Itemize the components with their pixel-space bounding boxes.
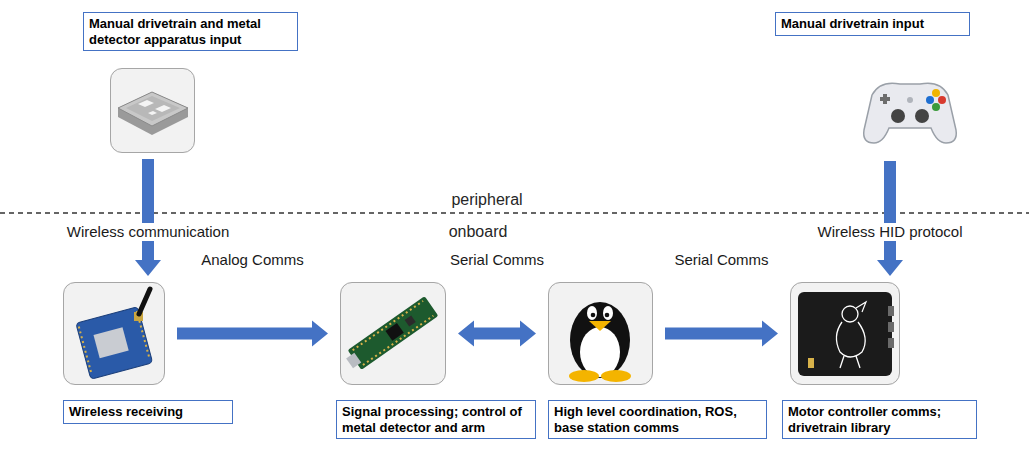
block-arrow <box>177 321 328 347</box>
component-node: Motor controller comms; drivetrain libra… <box>782 282 977 440</box>
image-tile <box>860 60 960 155</box>
edge-label: Analog Comms <box>198 251 307 269</box>
region-label: peripheral <box>451 190 522 209</box>
edge-label: Serial Comms <box>671 251 771 269</box>
block-arrow <box>665 321 778 347</box>
radio-module <box>76 289 153 379</box>
block-arrow <box>135 159 161 276</box>
controller-device <box>118 92 188 135</box>
edge-label: Wireless HID protocol <box>814 223 965 241</box>
component-node: Manual drivetrain input <box>775 12 970 155</box>
edge-label: Serial Comms <box>447 251 547 269</box>
tile-ground <box>63 282 165 385</box>
caption-box: Manual drivetrain and metal detector app… <box>83 12 298 51</box>
tile-ground <box>340 282 446 385</box>
image-tile <box>110 68 195 153</box>
image-tile <box>790 282 900 385</box>
caption-box: Wireless receiving <box>63 400 233 424</box>
caption-box: Manual drivetrain input <box>775 12 970 36</box>
tile-ground <box>110 68 195 153</box>
caption-box: Signal processing; control of metal dete… <box>336 400 536 439</box>
image-tile <box>548 282 653 385</box>
component-node: Signal processing; control of metal dete… <box>336 282 536 440</box>
divider-line <box>0 212 1029 213</box>
block-arrow <box>877 161 903 276</box>
microcontroller-board <box>343 296 439 373</box>
caption-box: Motor controller comms; drivetrain libra… <box>782 400 977 439</box>
component-node: High level coordination, ROS, base stati… <box>548 282 767 440</box>
tile-ground <box>548 282 653 385</box>
gamepad-icon <box>864 83 957 143</box>
tile-ground <box>790 282 900 385</box>
image-tile <box>340 282 446 385</box>
caption-box: High level coordination, ROS, base stati… <box>548 400 767 439</box>
region-label: onboard <box>449 222 508 241</box>
penguin-logo <box>569 302 631 382</box>
block-arrow <box>458 321 536 347</box>
component-node: Manual drivetrain and metal detector app… <box>83 12 298 153</box>
motor-controller <box>798 292 894 376</box>
edge-label: Wireless communication <box>64 223 233 241</box>
image-tile <box>63 282 165 385</box>
component-node: Wireless receiving <box>63 282 233 424</box>
